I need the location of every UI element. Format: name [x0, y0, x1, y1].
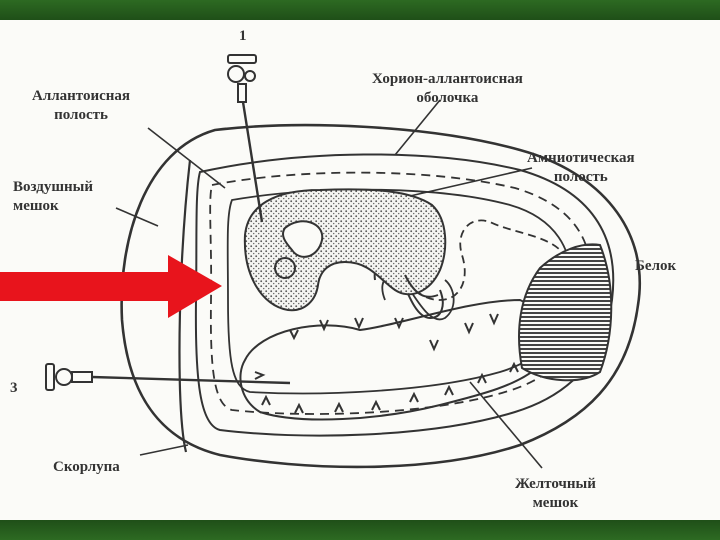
leader-lines	[115, 99, 543, 469]
label-air-sac: Воздушный мешок	[13, 179, 94, 214]
red-arrow	[0, 255, 222, 318]
label-allantoic-cavity: Аллантоисная полость	[32, 88, 131, 123]
label-pointer-1: 1	[239, 28, 247, 44]
egg-shell	[120, 123, 641, 469]
label-amniotic-cavity: Амниотическая полость	[527, 150, 635, 185]
label-albumen: Белок	[635, 258, 677, 274]
embryo-eye	[274, 257, 296, 279]
top-frame-bar	[0, 0, 720, 20]
yolk-villi	[254, 313, 519, 414]
embryo-tail	[404, 274, 439, 298]
bottom-frame-bar	[0, 520, 720, 540]
air-sac-boundary	[178, 159, 192, 453]
albumen-outline	[518, 243, 613, 382]
embryo-body	[243, 188, 447, 312]
allantoic-inner-membrane	[226, 188, 572, 395]
label-yolk-sac: Желточный мешок	[515, 476, 596, 511]
chorion-allantoic-membrane	[194, 153, 615, 437]
label-pointer-3: 3	[10, 380, 18, 396]
yolk-sac-outline	[239, 298, 545, 421]
embryo-head	[282, 220, 324, 258]
dashed-membrane	[209, 171, 592, 415]
label-shell: Скорлупа	[53, 459, 120, 475]
needle-3	[45, 363, 291, 391]
label-chorion-allantoic: Хорион-аллантоисная оболочка	[372, 71, 523, 106]
needle-1	[227, 54, 264, 223]
